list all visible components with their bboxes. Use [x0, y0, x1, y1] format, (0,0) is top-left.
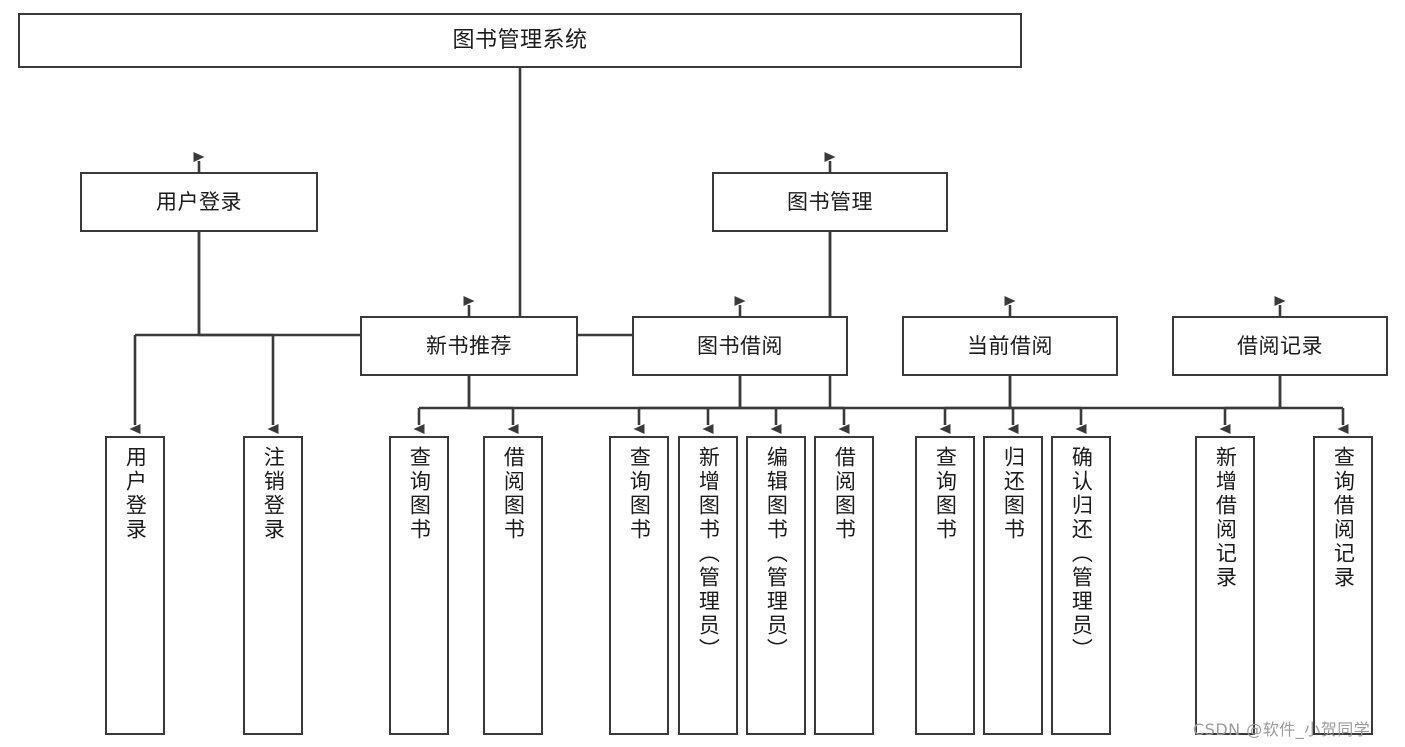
node-leaf-confirm-return[interactable]: 确认归还（管理员）	[1051, 436, 1111, 735]
node-leaf-borrow-book-2[interactable]: 借阅图书	[814, 436, 874, 735]
node-label-leaf-borrow-book-1: 借阅图书	[501, 446, 526, 542]
node-label-user-login: 用户登录	[156, 189, 242, 214]
node-label-leaf-return-book: 归还图书	[1001, 446, 1026, 542]
node-user-login[interactable]: 用户登录	[80, 172, 318, 232]
node-label-root: 图书管理系统	[452, 27, 588, 53]
node-book-borrow[interactable]: 图书借阅	[632, 316, 848, 376]
node-leaf-user-login[interactable]: 用户登录	[105, 436, 165, 735]
node-label-new-book-recommend: 新书推荐	[426, 333, 512, 358]
node-leaf-query-book-2[interactable]: 查询图书	[609, 436, 669, 735]
node-book-manage[interactable]: 图书管理	[712, 172, 948, 232]
node-label-borrow-record: 借阅记录	[1237, 333, 1323, 358]
node-label-book-borrow: 图书借阅	[697, 333, 783, 358]
node-leaf-query-record[interactable]: 查询借阅记录	[1313, 436, 1373, 735]
node-label-leaf-borrow-book-2: 借阅图书	[832, 446, 857, 542]
node-borrow-record[interactable]: 借阅记录	[1172, 316, 1388, 376]
node-label-leaf-add-book: 新增图书（管理员）	[696, 446, 721, 662]
node-leaf-borrow-book-1[interactable]: 借阅图书	[483, 436, 543, 735]
node-leaf-edit-book[interactable]: 编辑图书（管理员）	[746, 436, 806, 735]
node-label-leaf-query-record: 查询借阅记录	[1331, 446, 1356, 590]
node-leaf-query-book-1[interactable]: 查询图书	[389, 436, 449, 735]
watermark-label: CSDN @软件_小贺同学	[1193, 720, 1371, 739]
node-label-leaf-logout: 注销登录	[261, 446, 286, 542]
node-label-current-borrow: 当前借阅	[967, 333, 1053, 358]
node-label-leaf-add-record: 新增借阅记录	[1213, 446, 1238, 590]
node-label-leaf-user-login: 用户登录	[123, 446, 148, 542]
node-label-leaf-confirm-return: 确认归还（管理员）	[1069, 446, 1094, 662]
node-label-leaf-query-book-2: 查询图书	[627, 446, 652, 542]
node-label-leaf-query-book-3: 查询图书	[933, 446, 958, 542]
node-label-leaf-edit-book: 编辑图书（管理员）	[764, 446, 789, 662]
node-leaf-return-book[interactable]: 归还图书	[983, 436, 1043, 735]
node-leaf-add-record[interactable]: 新增借阅记录	[1195, 436, 1255, 735]
node-current-borrow[interactable]: 当前借阅	[902, 316, 1118, 376]
node-leaf-query-book-3[interactable]: 查询图书	[915, 436, 975, 735]
node-root[interactable]: 图书管理系统	[18, 13, 1022, 68]
node-new-book-recommend[interactable]: 新书推荐	[360, 316, 578, 376]
node-label-book-manage: 图书管理	[787, 189, 873, 214]
node-label-leaf-query-book-1: 查询图书	[407, 446, 432, 542]
node-leaf-add-book[interactable]: 新增图书（管理员）	[678, 436, 738, 735]
node-leaf-logout[interactable]: 注销登录	[243, 436, 303, 735]
